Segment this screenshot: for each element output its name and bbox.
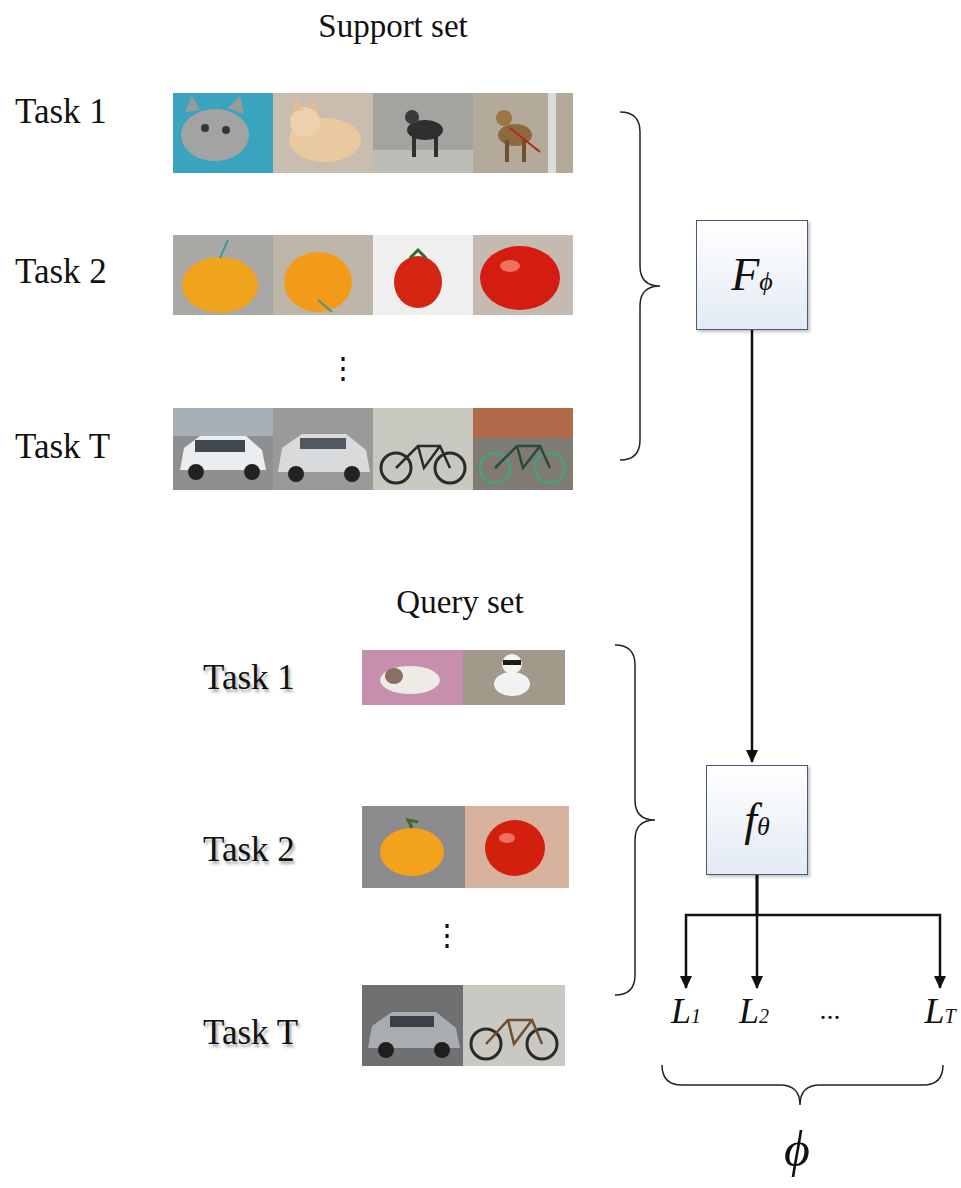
text-label: Task T (15, 427, 110, 467)
photo (373, 408, 473, 490)
loss-term: L1 (669, 991, 704, 1033)
node-text: fθ (744, 795, 770, 846)
node-text: L1 (671, 992, 701, 1032)
text-label: ⋮ (328, 351, 358, 386)
photo (273, 235, 373, 315)
photo (173, 408, 273, 490)
loss-term: L2 (737, 991, 772, 1033)
text-label: Task T (203, 1013, 298, 1053)
brace (620, 112, 660, 460)
text-label: ϕ (784, 1121, 810, 1179)
photo (463, 985, 565, 1066)
node-text: LT (924, 992, 955, 1032)
arrow-connector (751, 330, 754, 762)
photo (362, 806, 465, 888)
photo (473, 93, 573, 173)
photo (173, 235, 273, 315)
photo (273, 408, 373, 490)
photo (463, 650, 565, 705)
network-box: fθ (706, 765, 808, 875)
arrow-connector (686, 875, 757, 988)
text-label: Task 2 (203, 830, 295, 870)
photo (373, 93, 473, 173)
brace (615, 645, 655, 995)
photo (465, 806, 569, 888)
photo (362, 985, 463, 1066)
text-label: Query set (396, 584, 523, 622)
text-label: Task 1 (203, 658, 295, 698)
photo (362, 650, 463, 705)
text-label: ... (820, 994, 841, 1026)
photo (273, 93, 373, 173)
arrow-connector (757, 875, 940, 988)
photo (473, 235, 573, 315)
network-box: Fϕ (696, 220, 808, 330)
node-text: L2 (739, 992, 769, 1032)
node-text: Fϕ (731, 250, 773, 301)
text-label: ⋮ (432, 918, 462, 953)
brace (662, 1065, 943, 1105)
text-label: Task 2 (15, 252, 107, 292)
loss-term: LT (922, 991, 958, 1033)
photo (373, 235, 473, 315)
text-label: Task 1 (15, 92, 107, 132)
photo (473, 408, 573, 490)
text-label: Support set (318, 8, 467, 46)
photo (173, 93, 273, 173)
